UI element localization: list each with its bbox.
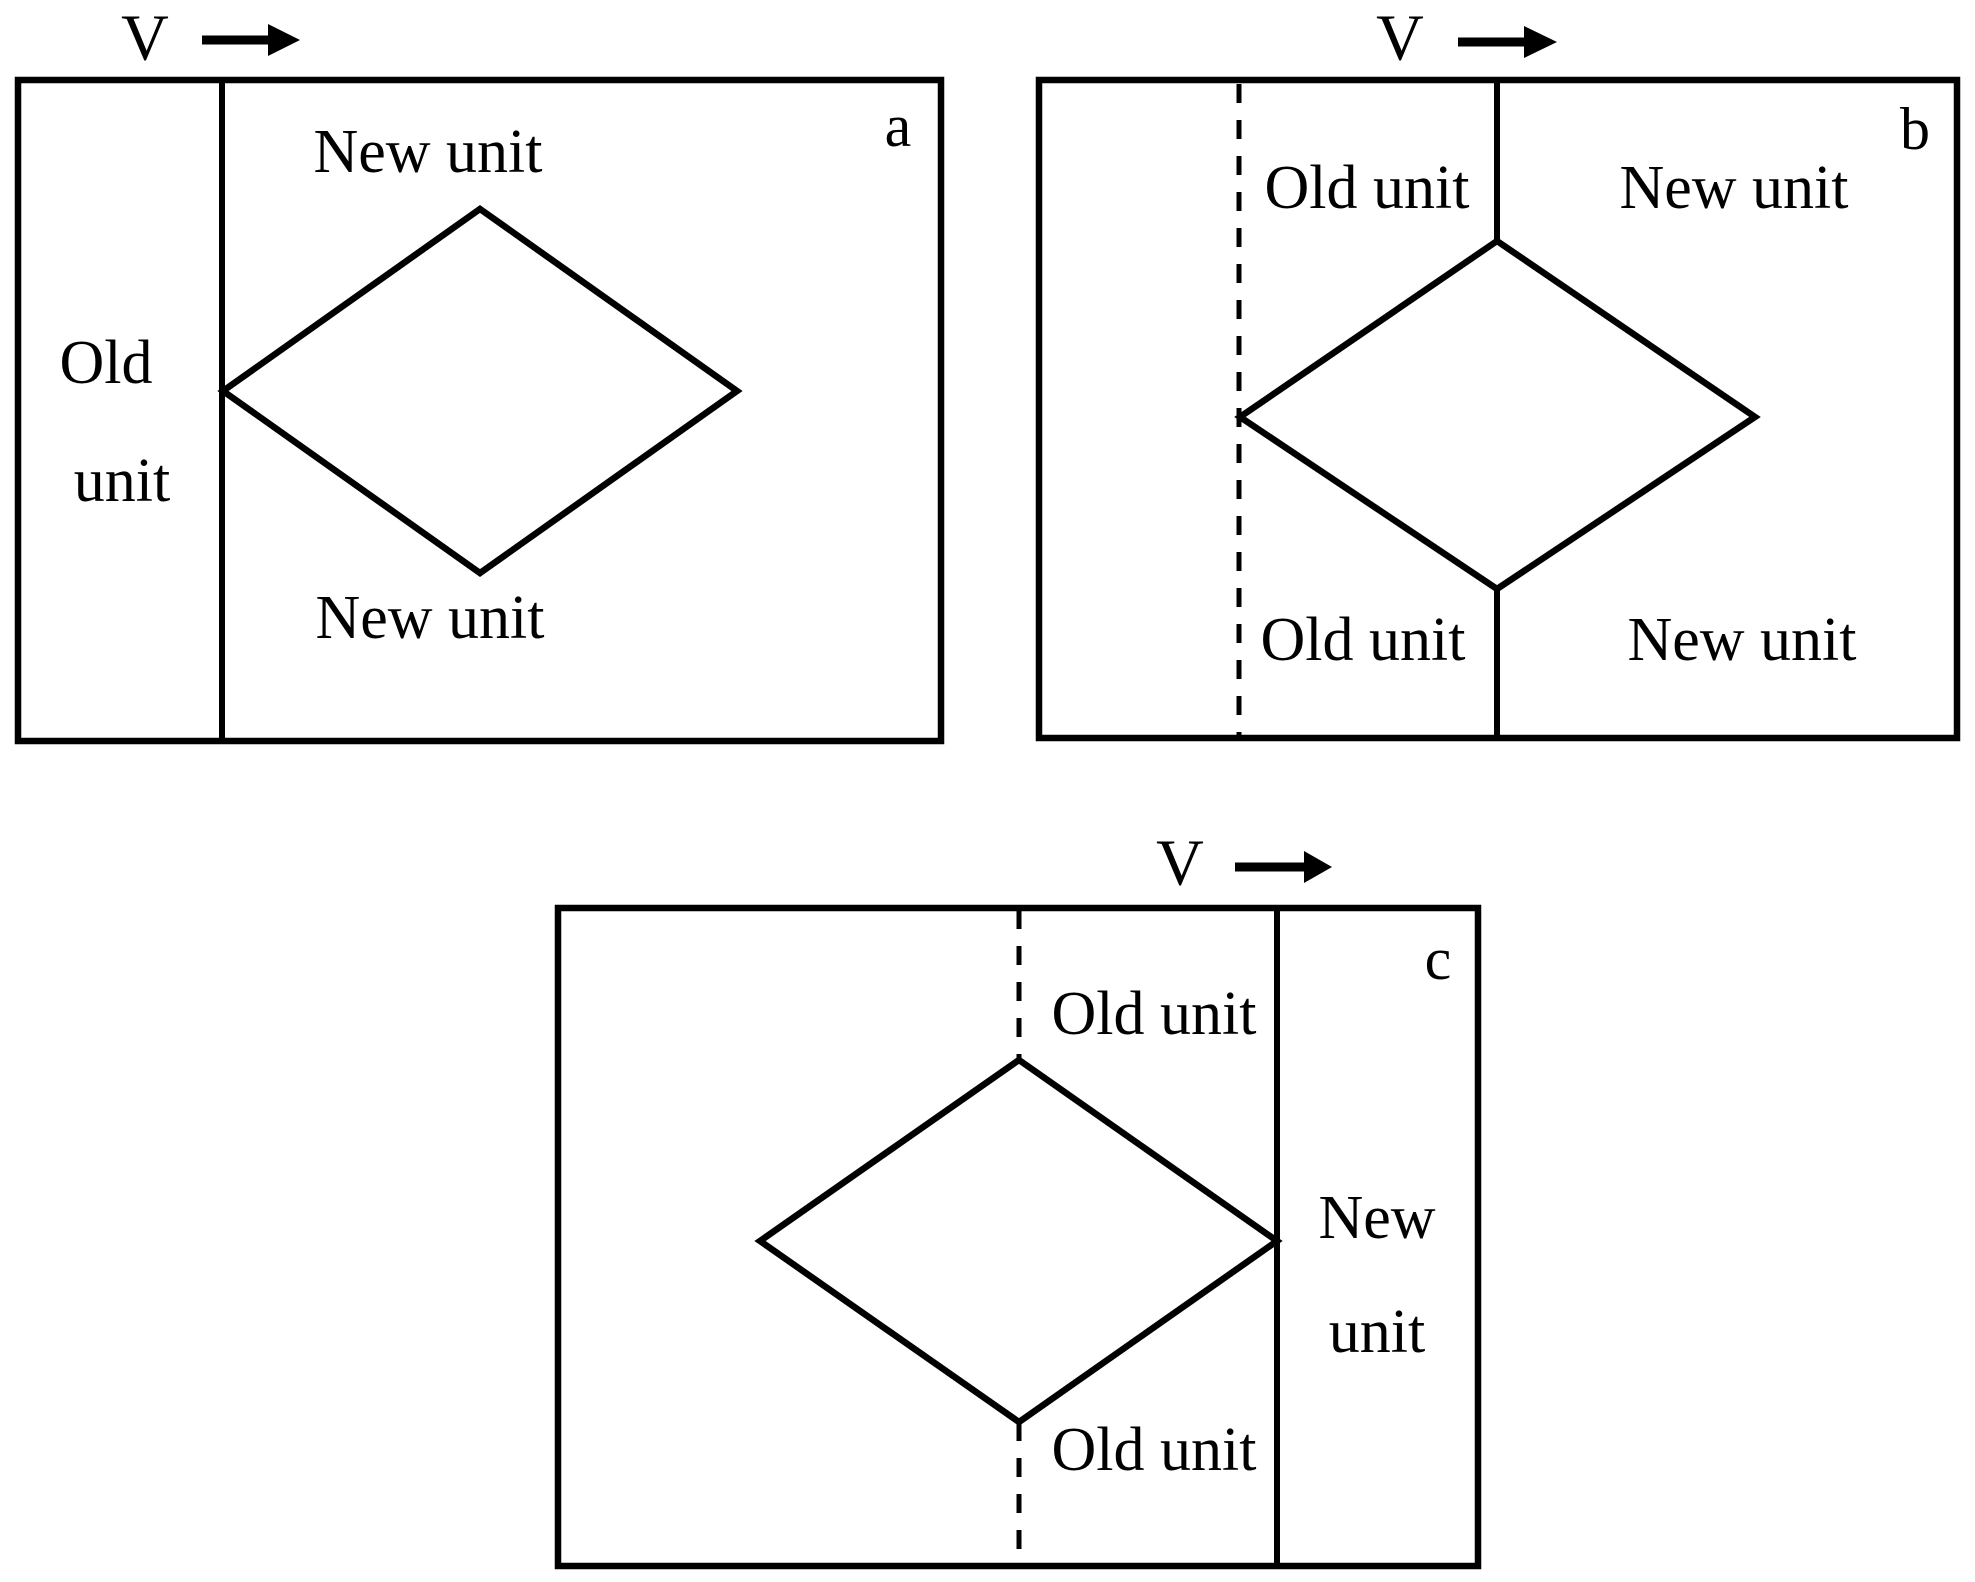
velocity-label: V — [1156, 827, 1204, 900]
panel-a-diamond — [217, 205, 743, 577]
velocity-arrow-icon — [1458, 26, 1557, 58]
panel-letter-a: a — [885, 93, 912, 159]
old-unit-bottom-label: Old unit — [1052, 1416, 1257, 1484]
panel-b-diamond — [1234, 237, 1761, 593]
old-unit-bottom-label: Old unit — [1261, 606, 1466, 674]
panel-letter-c: c — [1425, 926, 1452, 992]
velocity-arrow-icon — [202, 24, 300, 56]
velocity-label: V — [1376, 2, 1424, 75]
panel-b: V Old unit New unit Old unit New unit b — [1035, 2, 1961, 742]
velocity-label: V — [121, 2, 169, 75]
panel-letter-b: b — [1900, 96, 1930, 162]
old-unit-label-line1: Old — [60, 329, 153, 397]
old-unit-label-line2: unit — [74, 447, 170, 515]
new-unit-top-label: New unit — [313, 118, 542, 186]
panel-c: V Old unit New unit Old unit c — [554, 827, 1482, 1570]
panel-a: V New unit Old unit New unit a — [14, 2, 945, 745]
velocity-arrow-icon — [1235, 851, 1332, 883]
panel-a-frame — [14, 76, 945, 745]
panel-c-diamond — [754, 1056, 1283, 1426]
new-unit-bottom-label: New unit — [315, 584, 544, 652]
new-unit-label-line1: New — [1318, 1184, 1435, 1252]
new-unit-label-line2: unit — [1329, 1298, 1425, 1366]
old-unit-top-label: Old unit — [1052, 980, 1257, 1048]
panel-c-frame — [554, 904, 1482, 1570]
new-unit-top-label: New unit — [1619, 154, 1848, 222]
old-unit-top-label: Old unit — [1265, 154, 1470, 222]
new-unit-bottom-label: New unit — [1627, 606, 1856, 674]
